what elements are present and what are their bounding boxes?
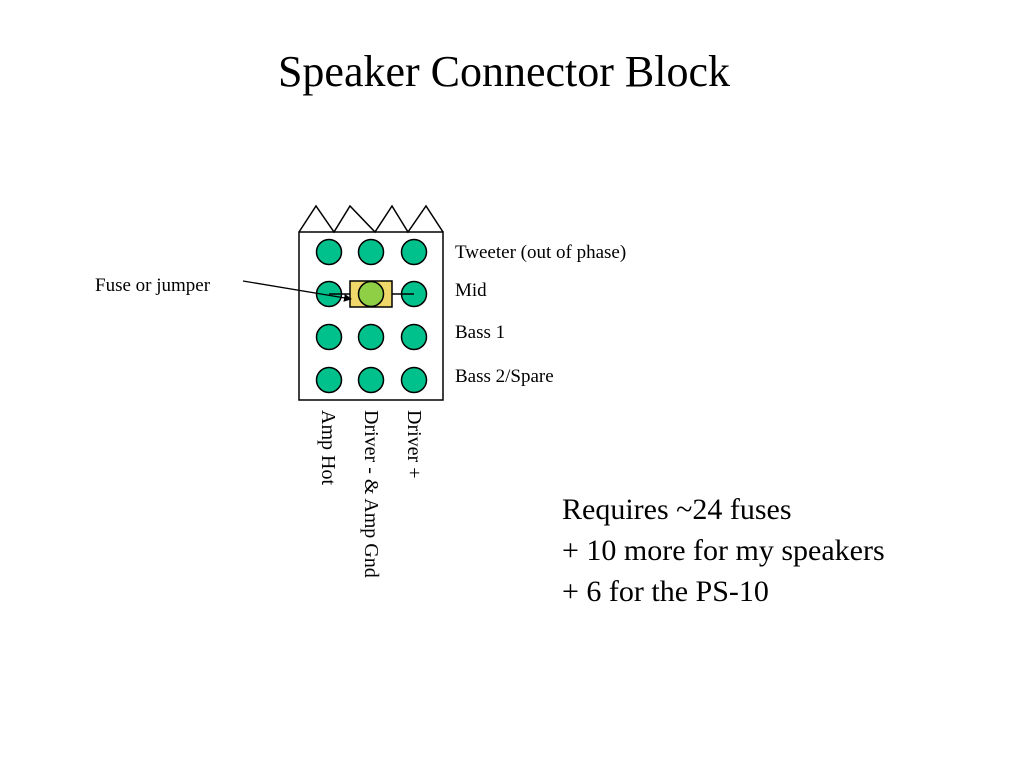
terminal-r2-c2 (357, 280, 385, 308)
column-label-driver-minus-amp-gnd: Driver - & Amp Gnd (360, 410, 382, 578)
note-line: Requires ~24 fuses (562, 493, 792, 526)
terminal-r3-c2 (357, 323, 385, 351)
slide-title: Speaker Connector Block (277, 47, 731, 96)
terminal-r1-c2 (357, 238, 385, 266)
callout-label: Fuse or jumper (95, 275, 211, 296)
row-label-tweeter: Tweeter (out of phase) (455, 242, 626, 263)
connector-block-tabs (298, 204, 444, 234)
terminal-r4-c2 (357, 366, 385, 394)
row-label-mid: Mid (455, 280, 487, 301)
column-label-amp-hot: Amp Hot (317, 410, 339, 485)
terminal-r3-c3 (400, 323, 428, 351)
terminal-r4-c3 (400, 366, 428, 394)
terminal-r4-c1 (315, 366, 343, 394)
fuse-count-notes: Requires ~24 fuses + 10 more for my spea… (562, 489, 885, 612)
row-label-bass-1: Bass 1 (455, 322, 505, 343)
terminal-r1-c1 (315, 238, 343, 266)
terminal-r1-c3 (400, 238, 428, 266)
row-label-bass-2-spare: Bass 2/Spare (455, 366, 554, 387)
note-line: + 6 for the PS-10 (562, 575, 769, 608)
note-line: + 10 more for my speakers (562, 534, 885, 567)
callout-arrow (242, 280, 352, 302)
column-label-driver-plus: Driver + (403, 410, 425, 478)
terminal-r3-c1 (315, 323, 343, 351)
